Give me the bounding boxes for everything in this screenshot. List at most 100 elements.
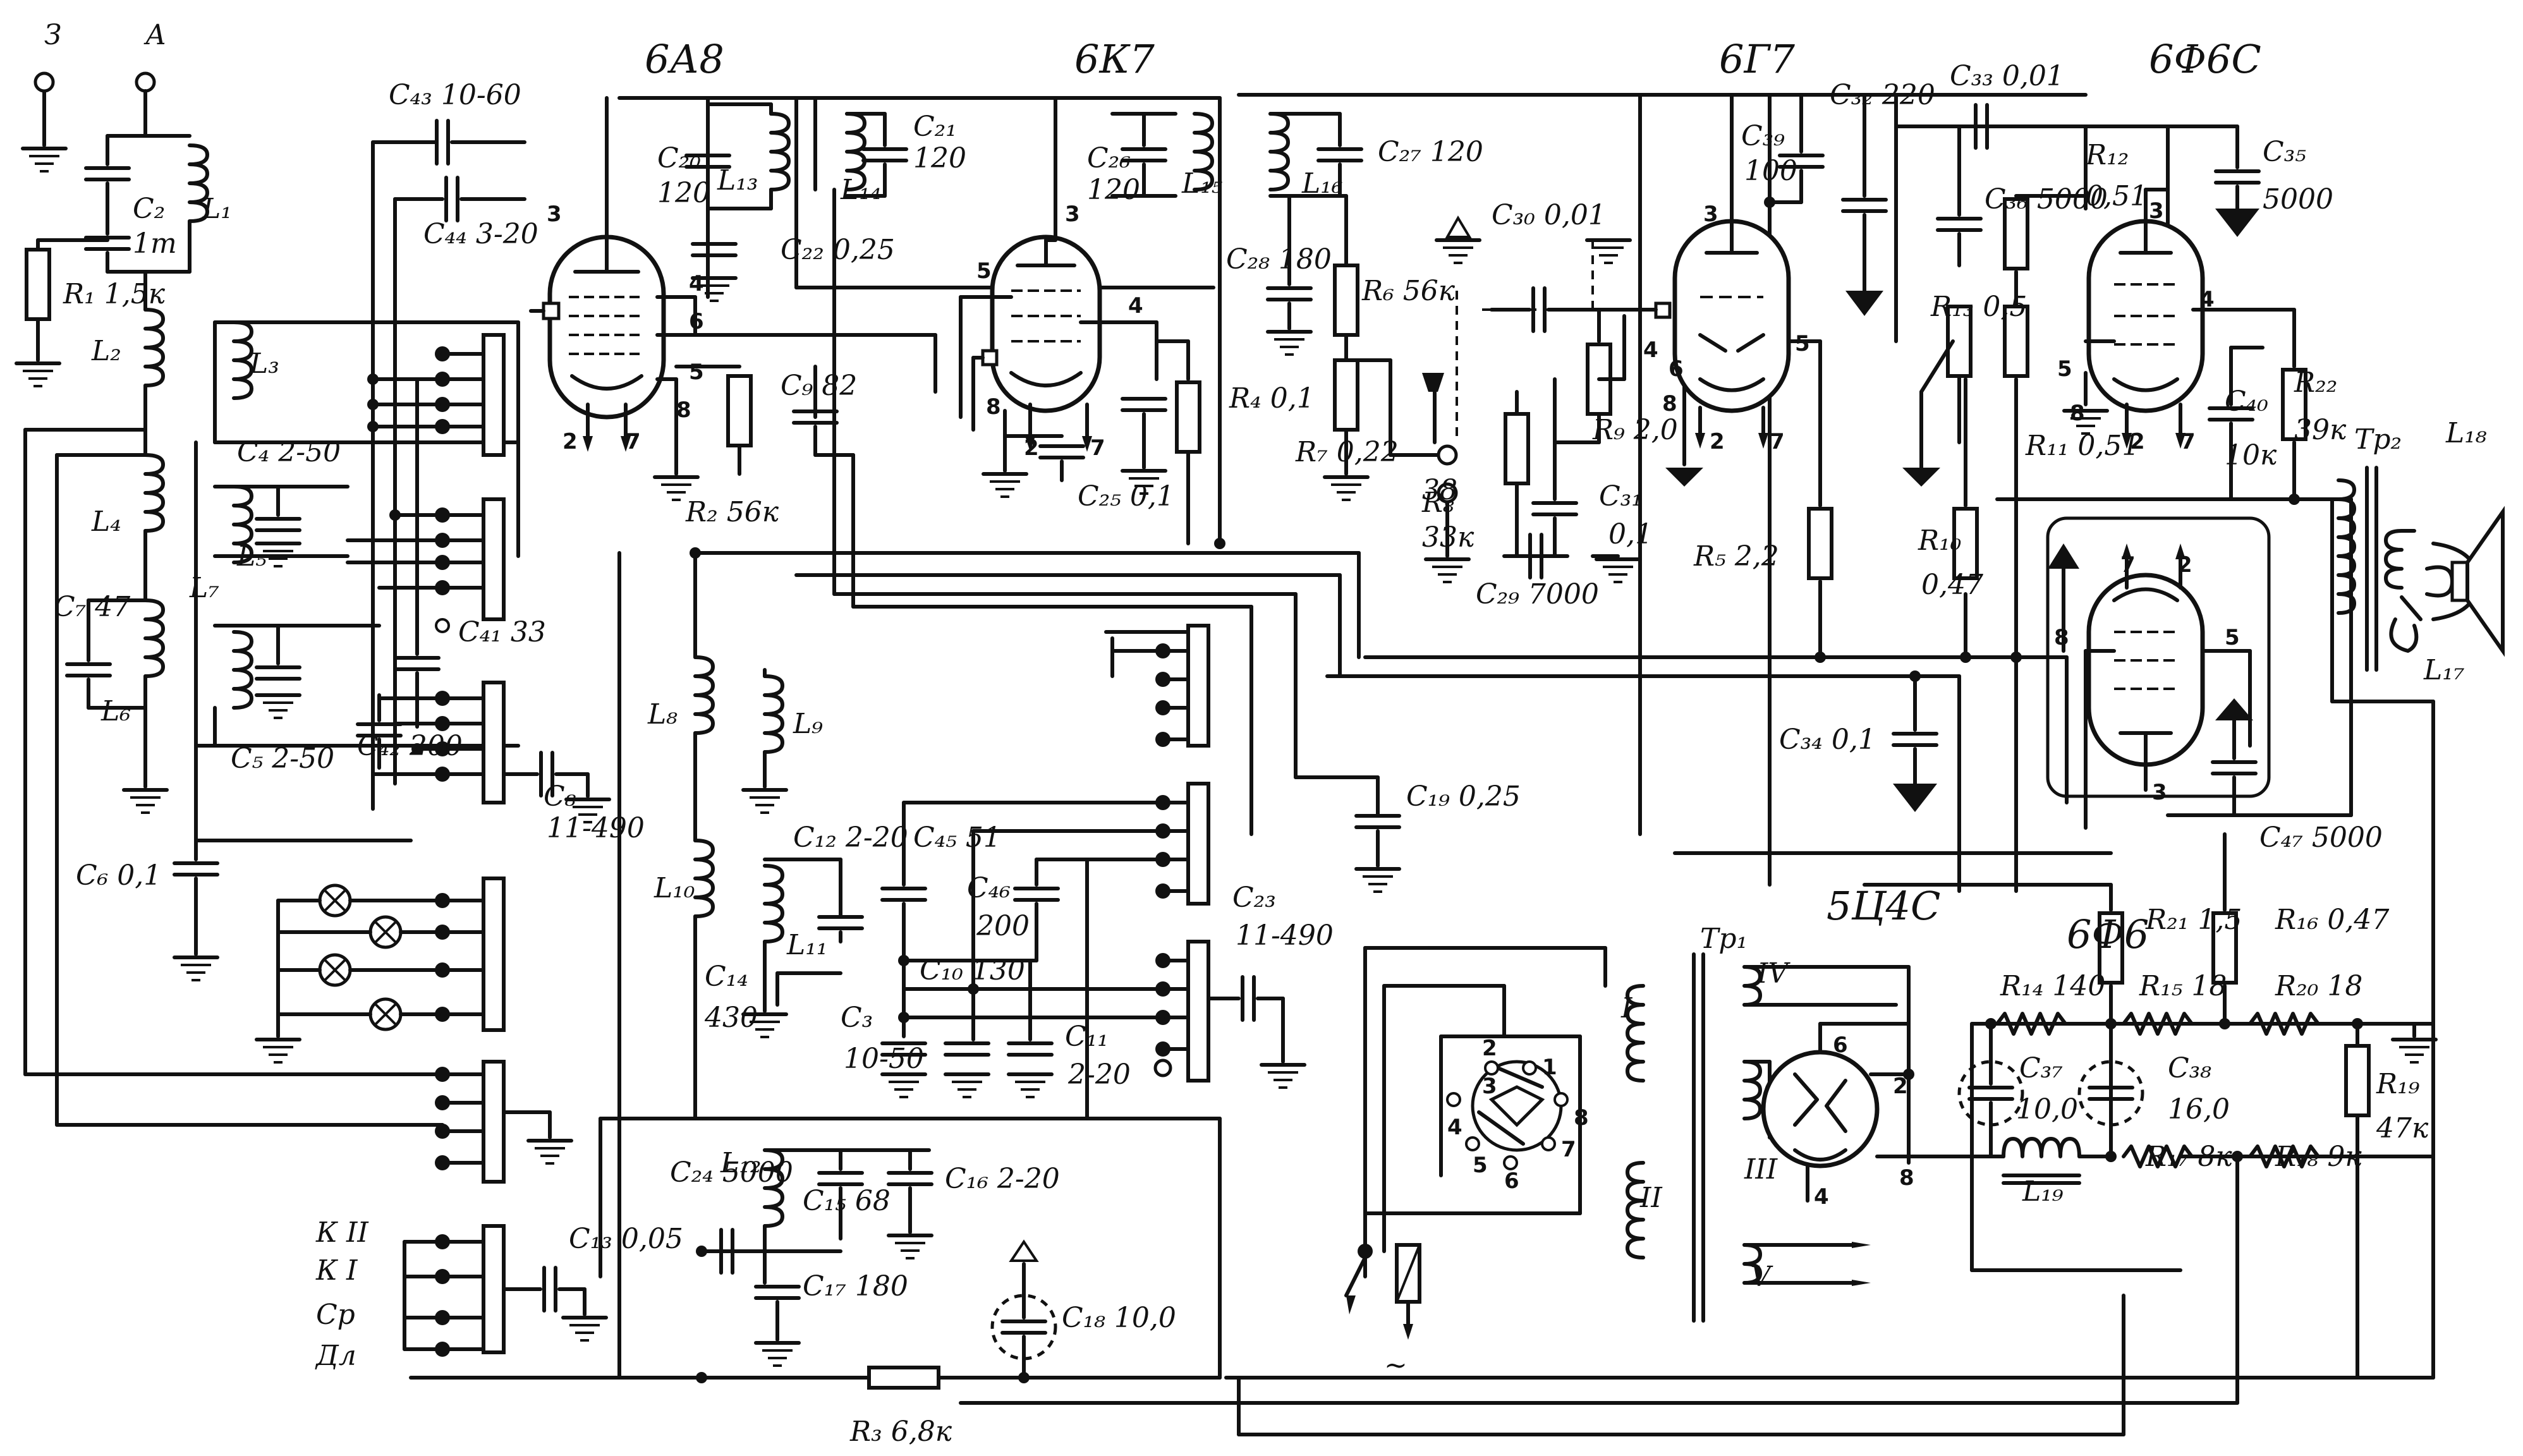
- component-label-59: R₂₂: [2294, 367, 2337, 399]
- pin-label-36: 2: [1482, 1036, 1497, 1061]
- component-label-47: 100: [1744, 155, 1797, 187]
- component-label-105: L₁₉: [2022, 1175, 2064, 1208]
- component-label-74: C₄₅ 51: [913, 822, 1001, 854]
- component-label-96: I: [1620, 992, 1633, 1024]
- pin-label-19: 7: [1770, 429, 1785, 454]
- component-label-17: 120: [657, 177, 710, 209]
- detector-network: [1426, 215, 1639, 582]
- component-label-22: C₄₁ 33: [458, 616, 546, 648]
- pin-label-24: 2: [2130, 429, 2145, 454]
- tube-6f6: [2046, 516, 2271, 830]
- component-label-51: R₁₃ 0,5: [1930, 291, 2027, 323]
- component-label-80: C₁₀ 130: [920, 954, 1025, 986]
- pin-label-15: 5: [1795, 331, 1810, 356]
- component-label-95: Tp₁: [1700, 923, 1748, 955]
- component-label-65: R₁₀: [1918, 525, 1962, 557]
- tube-6f6s: [2064, 150, 2306, 501]
- component-label-87: L₁₂: [720, 1147, 762, 1179]
- component-label-48: C₃₂ 220: [1830, 79, 1935, 111]
- tube-label-3: 6Ф6С: [2149, 36, 2261, 82]
- component-label-79: 430: [704, 1002, 758, 1034]
- component-label-19: C₂₂ 0,25: [781, 234, 895, 266]
- pin-label-11: 2: [1024, 435, 1039, 461]
- component-label-25: 11-490: [547, 812, 645, 844]
- component-label-92: C₂₄ 5000: [670, 1156, 793, 1189]
- component-label-11: L₆: [100, 695, 131, 727]
- component-label-84: 2-20: [1067, 1059, 1131, 1091]
- terminal-label-2: 38: [1422, 474, 1457, 506]
- component-label-46: C₃₉: [1741, 120, 1785, 152]
- pin-label-22: 5: [2057, 356, 2072, 382]
- component-label-101: C₃₇: [2019, 1052, 2063, 1084]
- pin-label-41: 6: [1504, 1168, 1519, 1194]
- component-label-110: R₁₆ 0,47: [2275, 904, 2389, 936]
- pin-label-40: 5: [1473, 1153, 1488, 1178]
- pin-label-34: 8: [1899, 1165, 1914, 1191]
- component-label-24: C₈: [544, 780, 576, 813]
- pin-label-17: 8: [1662, 391, 1677, 416]
- tube-6k7: [959, 234, 1200, 545]
- component-label-34: C₂₇ 120: [1378, 136, 1483, 168]
- component-label-1: C₂: [133, 193, 165, 225]
- pin-label-31: 6: [1833, 1033, 1848, 1058]
- component-label-45: C₂₉ 7000: [1476, 578, 1599, 610]
- tube-label-0: 6А8: [645, 36, 724, 82]
- component-label-16: C₂₀: [657, 142, 701, 174]
- pin-label-25: 7: [2180, 429, 2196, 454]
- component-label-0: L₁: [202, 193, 232, 225]
- component-label-41: 33к: [1422, 521, 1474, 554]
- component-label-49: C₃₃ 0,01: [1950, 60, 2064, 92]
- tube-6a8: [529, 96, 751, 500]
- component-label-7: L₄: [91, 506, 121, 538]
- component-label-15: C₄₄ 3-20: [423, 218, 538, 250]
- pin-label-38: 4: [1447, 1115, 1462, 1140]
- component-label-54: R₁₁ 0,51: [2025, 430, 2139, 462]
- component-label-23: C₄₂ 200: [357, 730, 463, 762]
- component-label-111: R₁₇ 8к: [2145, 1141, 2232, 1173]
- component-label-94: R₃ 6,8к: [849, 1416, 952, 1448]
- component-label-93: C₁₃ 0,05: [569, 1223, 683, 1255]
- component-label-18: L₁₃: [717, 164, 758, 197]
- component-label-53: 0,51: [2086, 180, 2148, 212]
- component-label-71: C₁₉ 0,25: [1406, 780, 1521, 813]
- pin-label-21: 4: [2199, 287, 2215, 312]
- component-label-77: L₁₁: [786, 929, 828, 961]
- lower-oscillator: [700, 1148, 1057, 1388]
- component-label-82: 10-50: [844, 1043, 924, 1075]
- component-label-104: 16,0: [2168, 1093, 2230, 1125]
- pin-label-7: 3: [1065, 202, 1080, 227]
- component-label-42: R₉ 2,0: [1592, 414, 1678, 446]
- component-label-2: 1т: [133, 228, 177, 260]
- af-coupling: [1768, 93, 2088, 578]
- pin-label-33: 4: [1814, 1184, 1829, 1210]
- pin-label-18: 2: [1710, 429, 1725, 454]
- component-label-5: L₃: [249, 348, 279, 380]
- band-label-2: Ср: [316, 1299, 355, 1331]
- pin-label-23: 8: [2070, 401, 2085, 426]
- band-switch-lower: [257, 877, 606, 1357]
- oscillator-section: [693, 624, 1399, 1120]
- pin-label-37: 1: [1542, 1055, 1557, 1080]
- component-label-26: C₂₁: [913, 111, 957, 143]
- component-label-35: L₁₆: [1301, 167, 1343, 200]
- component-label-32: R₄ 0,1: [1229, 382, 1315, 415]
- pin-label-12: 7: [1090, 435, 1105, 461]
- component-label-38: R₇ 0,22: [1295, 436, 1399, 468]
- pin-label-29: 5: [2225, 625, 2240, 650]
- component-label-39: C₃₀ 0,01: [1492, 199, 1606, 231]
- component-label-89: C₁₆ 2-20: [945, 1163, 1060, 1195]
- component-label-76: 200: [976, 910, 1030, 942]
- component-label-102: 10,0: [2016, 1093, 2078, 1125]
- component-label-37: R₆ 56к: [1361, 275, 1456, 307]
- component-label-36: C₂₈ 180: [1226, 243, 1332, 276]
- component-label-12: C₅ 2-50: [231, 743, 334, 775]
- pin-label-27: 2: [2177, 552, 2192, 578]
- pin-label-39: 8: [1574, 1105, 1589, 1131]
- component-label-43: C₃₁: [1599, 480, 1643, 513]
- component-label-57: C₄₀: [2225, 385, 2268, 418]
- pin-label-42: 7: [1561, 1137, 1576, 1162]
- component-label-60: 39к: [2294, 414, 2347, 446]
- component-label-114: 47к: [2376, 1112, 2429, 1144]
